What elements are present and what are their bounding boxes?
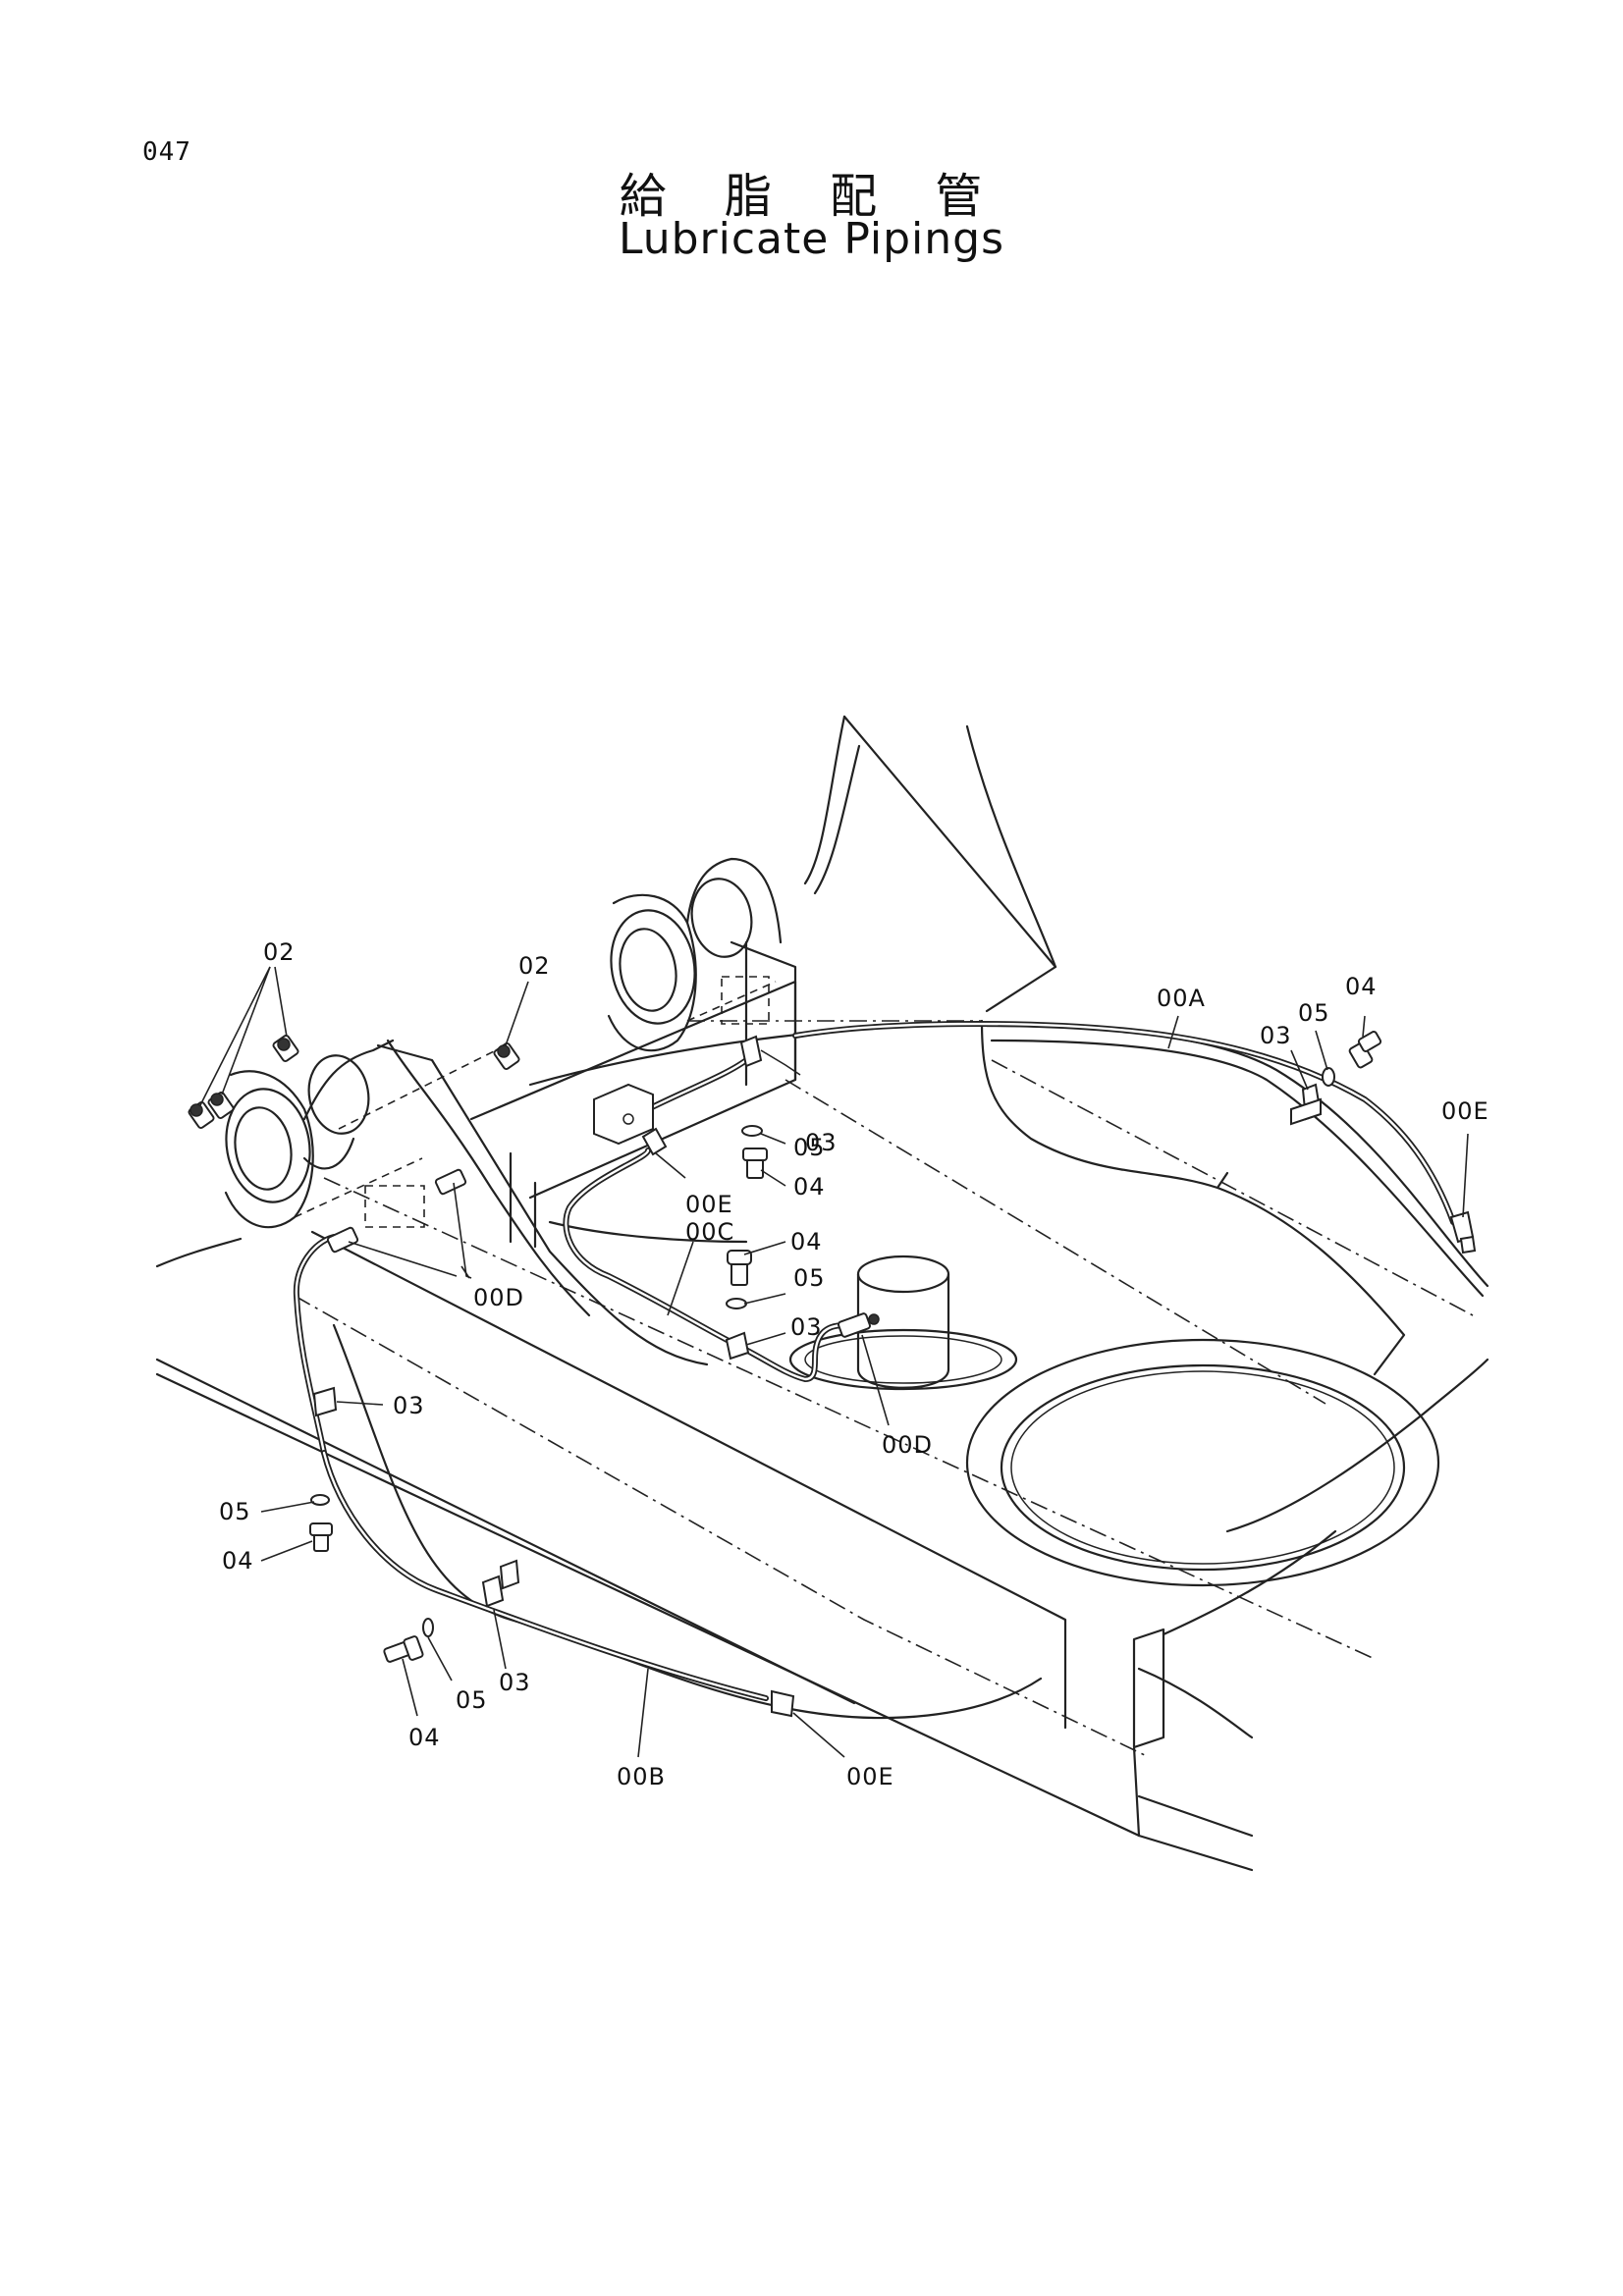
callout-label: 04	[790, 1228, 823, 1255]
callout-label: 00E	[685, 1191, 733, 1218]
manifold-block-icon	[593, 1083, 654, 1146]
callout-label: 04	[1345, 973, 1378, 1000]
callout-labels: 02 02 00A 05 04 03 00E 03 05 04 00E 00C …	[219, 938, 1489, 1790]
boom-foot-boss-left	[224, 1039, 497, 1229]
callout-label: 03	[805, 1129, 838, 1156]
washer-icon	[310, 1067, 1335, 1637]
page-title-japanese: 給 脂 配 管	[619, 169, 1004, 224]
leader-lines	[199, 966, 1469, 1758]
callout-label: 03	[790, 1313, 823, 1341]
callout-label: 03	[1260, 1022, 1292, 1049]
callout-label: 05	[456, 1686, 488, 1714]
callout-label: 05	[1298, 999, 1330, 1027]
callout-label: 00D	[882, 1431, 933, 1459]
callout-label: 02	[518, 952, 551, 980]
callout-label: 05	[793, 1134, 826, 1161]
fittings	[188, 1031, 1477, 1718]
grease-pipes	[293, 1021, 1456, 1701]
callout-label: 04	[222, 1547, 254, 1575]
page-title-english: Lubricate Pipings	[618, 214, 1005, 264]
callout-label: 02	[263, 938, 296, 966]
connector-00d-icon	[326, 1168, 880, 1338]
callout-label: 00B	[617, 1763, 666, 1790]
callout-label: 04	[793, 1173, 826, 1201]
callout-label: 00D	[473, 1284, 524, 1311]
page-number: 047	[142, 137, 191, 167]
grease-nipple-icon	[188, 1092, 235, 1129]
callout-label: 00E	[846, 1763, 894, 1790]
callout-label: 03	[499, 1669, 531, 1696]
clamp-icon	[312, 1035, 1323, 1608]
callout-label: 05	[793, 1264, 826, 1292]
frame-outline	[155, 715, 1489, 1872]
callout-label: 05	[219, 1498, 251, 1525]
grease-nipple-icon	[493, 1042, 520, 1070]
callout-label: 00E	[1441, 1097, 1489, 1125]
callout-label: 04	[408, 1724, 441, 1751]
callout-label: 00C	[685, 1218, 734, 1246]
elbow-00e-icon	[641, 1127, 1477, 1718]
callout-label: 03	[393, 1392, 425, 1419]
callout-label: 00A	[1157, 985, 1206, 1012]
grease-nipple-icon	[272, 1035, 299, 1062]
